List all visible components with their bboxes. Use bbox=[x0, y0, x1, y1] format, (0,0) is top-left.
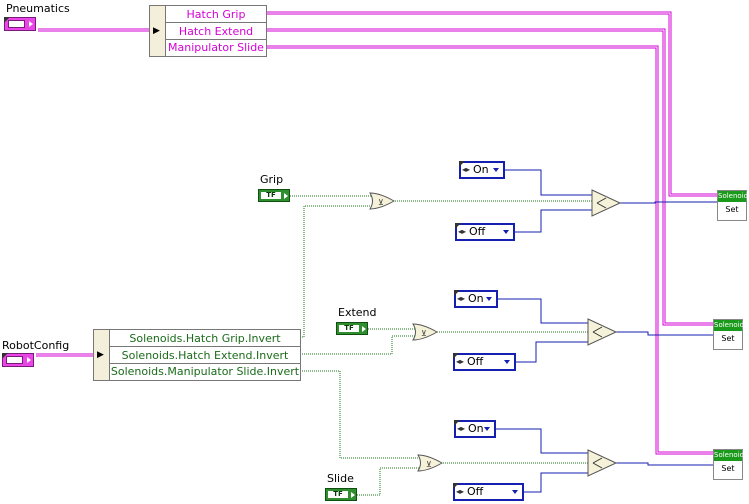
svg-text:⊻: ⊻ bbox=[378, 198, 384, 207]
chevron-down-icon bbox=[503, 230, 509, 234]
grip-tf-text: TF bbox=[261, 192, 281, 199]
enum-constant-grip-on[interactable]: ◂▸On bbox=[459, 161, 505, 179]
extend-tf-text: TF bbox=[339, 325, 359, 332]
unbundle-field-hatch-grip-invert: Solenoids.Hatch Grip.Invert bbox=[129, 332, 281, 345]
enum-constant-extend-off[interactable]: ◂▸Off bbox=[453, 353, 516, 371]
enum-constant-slide-off[interactable]: ◂▸Off bbox=[453, 483, 524, 501]
unbundle-field-manipulator-slide-invert: Solenoids.Manipulator Slide.Invert bbox=[110, 365, 300, 378]
unbundle-field-hatch-grip: Hatch Grip bbox=[186, 8, 246, 21]
grip-label: Grip bbox=[260, 173, 284, 186]
chevron-down-icon bbox=[512, 490, 518, 494]
enum-value: Off bbox=[467, 485, 484, 498]
select-function-icon bbox=[587, 449, 618, 477]
pneumatics-unbundle-by-name[interactable]: ▶ Hatch Grip Hatch Extend Manipulator Sl… bbox=[149, 5, 267, 57]
extend-boolean-control[interactable]: TF bbox=[336, 322, 368, 335]
enum-constant-slide-on[interactable]: ◂▸On bbox=[454, 420, 496, 438]
slide-tf-text: TF bbox=[328, 491, 348, 498]
enum-value: On bbox=[468, 292, 484, 305]
xor-function-icon: ⊻ bbox=[369, 192, 396, 210]
solenoid-set-invoke-icon[interactable]: Solenoid Set bbox=[713, 449, 745, 480]
invoke-class-label: Solenoid bbox=[718, 191, 749, 202]
extend-label: Extend bbox=[338, 306, 377, 319]
enum-value: Off bbox=[469, 225, 486, 238]
solenoid-set-invoke-icon[interactable]: Solenoid Set bbox=[713, 319, 745, 350]
enum-wires bbox=[496, 169, 718, 493]
slide-label: Slide bbox=[327, 472, 354, 485]
select-function-icon bbox=[587, 318, 618, 346]
unbundle-field-hatch-extend-invert: Solenoids.Hatch Extend.Invert bbox=[121, 349, 289, 362]
xor-function-icon: ⊻ bbox=[412, 323, 439, 341]
slide-boolean-control[interactable]: TF bbox=[325, 488, 357, 501]
enum-value: On bbox=[468, 422, 484, 435]
unbundle-field-manipulator-slide: Manipulator Slide bbox=[168, 41, 264, 54]
svg-text:⊻: ⊻ bbox=[421, 329, 427, 338]
xor-function-icon: ⊻ bbox=[417, 454, 444, 472]
pneumatics-refnum-control[interactable] bbox=[4, 17, 36, 31]
solenoid-set-invoke-icon[interactable]: Solenoid Set bbox=[717, 190, 749, 221]
enum-value: Off bbox=[467, 355, 484, 368]
boolean-wires bbox=[290, 195, 592, 496]
select-function-icon bbox=[591, 189, 622, 217]
invoke-method-label: Set bbox=[725, 205, 739, 214]
invoke-method-label: Set bbox=[721, 464, 735, 473]
unbundle-by-name-icon: ▶ bbox=[97, 350, 104, 360]
chevron-down-icon bbox=[484, 427, 490, 431]
chevron-down-icon bbox=[504, 360, 510, 364]
chevron-down-icon bbox=[493, 168, 499, 172]
enum-constant-grip-off[interactable]: ◂▸Off bbox=[455, 223, 515, 241]
enum-constant-extend-on[interactable]: ◂▸On bbox=[454, 290, 498, 308]
robotconfig-label: RobotConfig bbox=[2, 339, 70, 352]
pneumatics-label: Pneumatics bbox=[6, 2, 70, 15]
unbundle-by-name-icon: ▶ bbox=[153, 26, 160, 36]
refnum-wire-manipulator-slide bbox=[266, 45, 714, 455]
grip-boolean-control[interactable]: TF bbox=[258, 189, 290, 202]
chevron-down-icon bbox=[486, 297, 492, 301]
invoke-class-label: Solenoid bbox=[714, 450, 745, 461]
refnum-wire-hatch-grip bbox=[266, 11, 718, 197]
invoke-method-label: Set bbox=[721, 334, 735, 343]
robotconfig-refnum-control[interactable] bbox=[2, 353, 34, 367]
svg-text:⊻: ⊻ bbox=[426, 460, 432, 469]
unbundle-field-hatch-extend: Hatch Extend bbox=[178, 25, 254, 38]
refnum-wire-hatch-extend bbox=[266, 28, 714, 326]
robotconfig-unbundle-by-name[interactable]: ▶ Solenoids.Hatch Grip.Invert Solenoids.… bbox=[93, 329, 301, 381]
invoke-class-label: Solenoid bbox=[714, 320, 745, 331]
enum-value: On bbox=[473, 163, 489, 176]
